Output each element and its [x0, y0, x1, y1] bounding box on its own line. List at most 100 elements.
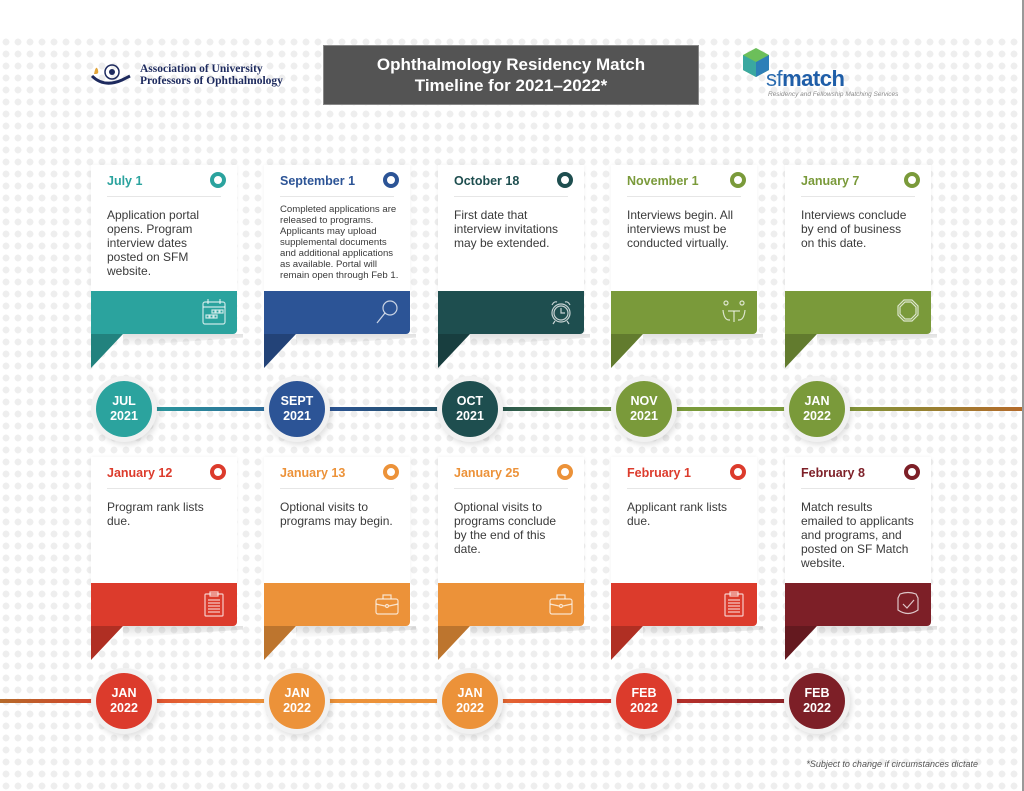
card-date: November 1	[627, 165, 741, 197]
stop-octagon-icon	[897, 299, 919, 322]
card-ribbon	[91, 291, 237, 334]
ring-marker-icon	[904, 172, 920, 188]
calendar-icon	[202, 299, 226, 325]
card-description: Applicant rank lists due.	[627, 500, 728, 528]
sfmatch-logo: sfmatch Residency and Fellowship Matchin…	[742, 48, 898, 98]
ribbon-fold	[785, 334, 817, 368]
org-name-line2: Professors of Ophthalmology	[140, 75, 283, 87]
circle-year: 2022	[110, 701, 138, 715]
card-body: February 8 Match results emailed to appli…	[785, 457, 931, 583]
title-line1: Ophthalmology Residency Match	[376, 55, 646, 74]
clipboard-icon	[204, 591, 224, 617]
ring-marker-icon	[383, 172, 399, 188]
sfmatch-tagline: Residency and Fellowship Matching Servic…	[768, 91, 899, 98]
page-title: Ophthalmology Residency Match Timeline f…	[323, 45, 699, 105]
card-date: January 7	[801, 165, 915, 197]
circle-year: 2021	[110, 409, 138, 423]
circle-month: JAN	[284, 686, 310, 700]
ribbon-fold	[611, 626, 643, 660]
circle-year: 2021	[456, 409, 484, 423]
circle-month: JAN	[804, 394, 830, 408]
interview-table-icon	[722, 300, 746, 322]
ring-marker-icon	[730, 172, 746, 188]
briefcase-icon	[549, 594, 573, 615]
circle-month: FEB	[804, 686, 830, 700]
ribbon-fold	[91, 334, 123, 368]
sfmatch-wordmark: sfmatch	[766, 66, 845, 92]
ribbon-fold	[264, 626, 296, 660]
ribbon-fold	[785, 626, 817, 660]
briefcase-icon	[375, 594, 399, 615]
alarm-clock-icon	[551, 301, 571, 325]
org-name-line1: Association of University	[140, 63, 263, 75]
circle-month: FEB	[631, 686, 657, 700]
circle-year: 2022	[456, 701, 484, 715]
card-date: February 8	[801, 457, 915, 489]
magnifier-icon	[376, 300, 398, 324]
timeline-card: November 1 Interviews begin. All intervie…	[611, 165, 763, 368]
card-description: Optional visits to programs conclude by …	[454, 500, 557, 556]
ribbon-fold	[264, 334, 296, 368]
ribbon-fold	[91, 626, 123, 660]
card-description: Completed applications are released to p…	[280, 204, 399, 281]
card-description: Optional visits to programs may begin.	[280, 500, 393, 528]
circle-year: 2022	[630, 701, 658, 715]
card-date: February 1	[627, 457, 741, 489]
aupo-logo: Association of University Professors of …	[90, 62, 283, 88]
timeline-card: January 7 Interviews conclude by end of b…	[785, 165, 937, 368]
circle-year: 2021	[630, 409, 658, 423]
ring-marker-icon	[210, 464, 226, 480]
circle-year: 2022	[283, 701, 311, 715]
card-ribbon	[264, 583, 410, 626]
circle-month: OCT	[456, 394, 484, 408]
page-border	[1022, 0, 1024, 791]
card-body: February 1 Applicant rank lists due.	[611, 457, 757, 583]
shield-check-icon	[897, 591, 919, 615]
clipboard-icon	[724, 591, 744, 617]
card-ribbon	[611, 291, 757, 334]
card-body: November 1 Interviews begin. All intervie…	[611, 165, 757, 291]
card-ribbon	[611, 583, 757, 626]
circle-year: 2022	[803, 409, 831, 423]
card-date: January 12	[107, 457, 221, 489]
timeline-card: February 1 Applicant rank lists due.	[611, 457, 763, 660]
card-ribbon	[91, 583, 237, 626]
card-ribbon	[438, 291, 584, 334]
circle-month: JUL	[112, 394, 136, 408]
card-body: September 1 Completed applications are re…	[264, 165, 410, 291]
card-description: First date that interview invitations ma…	[454, 208, 559, 250]
card-description: Match results emailed to applicants and …	[801, 500, 914, 570]
lamp-eye-icon	[90, 64, 131, 85]
ring-marker-icon	[557, 172, 573, 188]
card-body: January 25 Optional visits to programs co…	[438, 457, 584, 583]
card-description: Interviews begin. All interviews must be…	[627, 208, 734, 250]
card-description: Interviews conclude by end of business o…	[801, 208, 907, 250]
match-word: match	[782, 66, 845, 91]
footnote: *Subject to change if circumstances dict…	[806, 759, 978, 769]
card-ribbon	[264, 291, 410, 334]
title-line2: Timeline for 2021–2022*	[414, 76, 608, 95]
circle-month: NOV	[630, 394, 658, 408]
card-date: September 1	[280, 165, 394, 197]
card-date: January 25	[454, 457, 568, 489]
sf-prefix: sf	[766, 66, 783, 91]
card-date: July 1	[107, 165, 221, 197]
circle-year: 2022	[803, 701, 831, 715]
ribbon-fold	[438, 334, 470, 368]
circle-year: 2021	[283, 409, 311, 423]
